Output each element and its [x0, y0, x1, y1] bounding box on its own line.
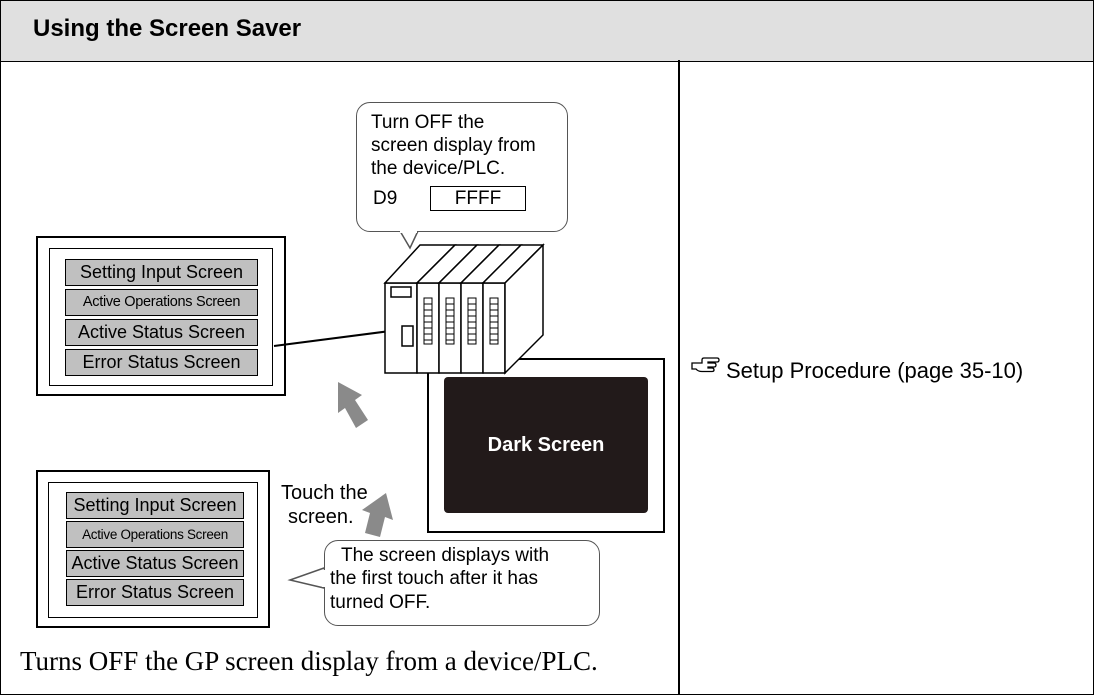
gp-panel-dark: Dark Screen [427, 358, 665, 533]
plc-callout-line-3: the device/PLC. [371, 158, 506, 179]
touch-callout-line-3: turned OFF. [330, 592, 431, 613]
plc-callout-line-2: screen display from [371, 135, 536, 156]
description-text: Turns OFF the GP screen display from a d… [20, 646, 598, 676]
setting-input-button[interactable]: Setting Input Screen [65, 259, 258, 286]
arrow-to-panel-icon [362, 493, 393, 537]
touch-callout: The screen displays with the first touch… [324, 540, 600, 626]
touch-callout-line-1: The screen displays with [341, 545, 550, 566]
arrow-to-dark-icon [338, 382, 368, 428]
setting-input-button[interactable]: Setting Input Screen [66, 492, 244, 519]
setup-procedure-link[interactable]: Setup Procedure (page 35-10) [690, 357, 1024, 384]
touch-caption-line-1: Touch the [281, 482, 368, 504]
gp-panel-bottom-screen: Setting Input Screen Active Operations S… [48, 482, 258, 618]
gp-panel-top: Setting Input Screen Active Operations S… [36, 236, 286, 396]
section-title: Using the Screen Saver [33, 15, 302, 42]
active-status-button[interactable]: Active Status Screen [66, 550, 244, 577]
active-operations-button[interactable]: Active Operations Screen [66, 521, 244, 548]
touch-caption-line-2: screen. [288, 506, 354, 528]
section-header: Using the Screen Saver [0, 0, 1094, 62]
plc-icon [383, 243, 545, 375]
column-divider [678, 60, 680, 695]
dark-screen: Dark Screen [444, 377, 648, 513]
setup-procedure-text[interactable]: Setup Procedure (page 35-10) [726, 358, 1024, 383]
active-status-button[interactable]: Active Status Screen [65, 319, 258, 346]
device-value-box: FFFF [430, 186, 526, 211]
gp-panel-top-screen: Setting Input Screen Active Operations S… [49, 248, 273, 386]
active-operations-button[interactable]: Active Operations Screen [65, 289, 258, 316]
device-address: D9 [373, 188, 398, 209]
touch-callout-line-2: the first touch after it has [330, 568, 539, 589]
error-status-button[interactable]: Error Status Screen [65, 349, 258, 376]
error-status-button[interactable]: Error Status Screen [66, 579, 244, 606]
gp-panel-bottom: Setting Input Screen Active Operations S… [36, 470, 270, 628]
plc-callout: Turn OFF the screen display from the dev… [356, 102, 568, 232]
connector-line [273, 329, 399, 347]
plc-callout-line-1: Turn OFF the [371, 112, 485, 133]
pointing-hand-icon [691, 357, 720, 373]
